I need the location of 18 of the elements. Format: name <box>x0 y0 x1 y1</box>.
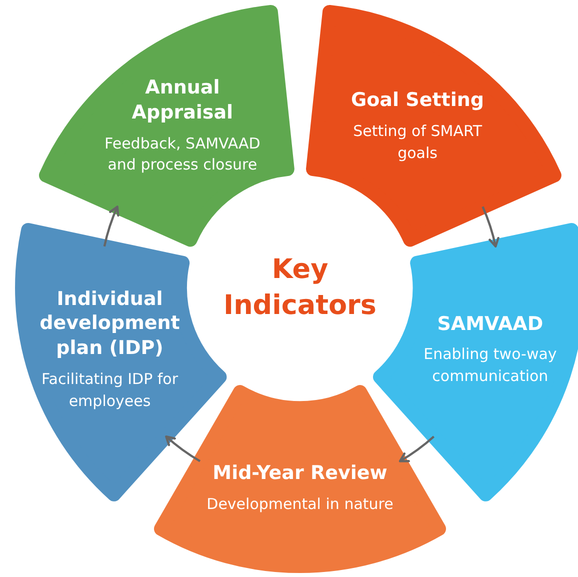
segment-shape <box>306 4 561 246</box>
segment-heading: Individual development plan (IDP) <box>40 287 180 362</box>
segment-description: Facilitating IDP for employees <box>40 369 180 412</box>
cycle-arrow <box>103 206 120 247</box>
segment-shape <box>39 4 294 246</box>
segment-heading: Annual Appraisal <box>130 76 234 126</box>
cycle-arrow <box>398 436 435 462</box>
center-title: Key Indicators <box>222 252 378 323</box>
cycle-arrow <box>165 436 201 462</box>
segment-description: Developmental in nature <box>206 493 394 514</box>
segment-heading: SAMVAAD <box>437 312 544 336</box>
segment-description: Setting of SMART goals <box>352 120 484 164</box>
cycle-arrow <box>482 206 500 248</box>
segment-description: Enabling two-way communication <box>422 344 558 388</box>
segment-heading: Mid-Year Review <box>212 460 388 486</box>
segment-shape <box>154 384 446 573</box>
segment-heading: Goal Setting <box>351 88 484 113</box>
segment-description: Feedback, SAMVAAD and process closure <box>104 133 262 176</box>
